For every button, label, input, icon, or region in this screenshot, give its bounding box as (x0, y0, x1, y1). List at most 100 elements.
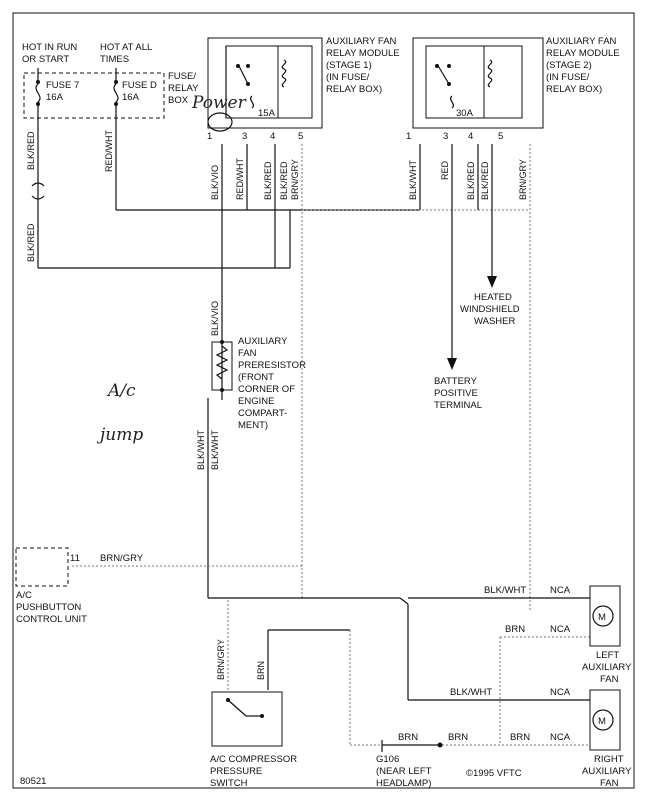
battery-line-1: BATTERY (434, 376, 478, 387)
ground-line-1: G106 (376, 754, 399, 765)
wire-brn-gry-3: BRN/GRY (216, 639, 226, 680)
diagram-frame (12, 12, 635, 789)
left-fan-line-2: AUXILIARY (582, 662, 632, 673)
relay1-pin-5: 5 (298, 131, 303, 142)
wire-blk-red-4: BLK/RED (279, 161, 289, 200)
washer-line-3: WASHER (474, 316, 515, 327)
relay2-pin-4: 4 (468, 131, 473, 142)
fused-label: FUSE D (122, 80, 157, 91)
preresistor-line-4: (FRONT (238, 372, 274, 383)
fused-rating: 16A (122, 92, 140, 103)
compressor-line-2: PRESSURE (210, 766, 262, 777)
wire-blk-wht-2: BLK/WHT (196, 429, 206, 470)
wire-blk-red-6: BLK/RED (480, 161, 490, 200)
wire-brn-h4: BRN (510, 732, 530, 743)
left-fan-motor-symbol: M (598, 612, 606, 623)
relay-module-stage1: 15A AUXILIARY FAN RELAY MODULE (STAGE 1)… (207, 36, 400, 142)
fuse7-label: FUSE 7 (46, 80, 79, 91)
relay1-fuse-rating: 15A (258, 108, 276, 119)
relay1-title-3: (STAGE 1) (326, 60, 372, 71)
relay-module-stage2: 30A AUXILIARY FAN RELAY MODULE (STAGE 2)… (406, 36, 620, 142)
ac-control-line-2: PUSHBUTTON (16, 602, 81, 613)
compressor-line-3: SWITCH (210, 778, 248, 789)
wire-brn-1: BRN (256, 661, 266, 680)
battery-label: BATTERY POSITIVE TERMINAL (434, 376, 482, 411)
relay1-title-4: (IN FUSE/ (326, 72, 370, 83)
fuse-box-label-2: RELAY (168, 83, 199, 94)
hot-run-start-line2: OR START (22, 54, 69, 65)
copyright: ©1995 VFTC (466, 768, 522, 779)
wire-blk-red-5: BLK/RED (466, 161, 476, 200)
preresistor-line-6: ENGINE (238, 396, 274, 407)
handwritten-ac-note: A/c (106, 381, 136, 401)
wire-brn-gry-1: BRN/GRY (290, 159, 300, 200)
washer-line-2: WINDSHIELD (460, 304, 520, 315)
wire-red: RED (440, 160, 450, 180)
right-fan-line-1: RIGHT (594, 754, 624, 765)
fuse7-rating: 16A (46, 92, 64, 103)
wire-blk-vio-1: BLK/VIO (210, 165, 220, 200)
wire-nca-4: NCA (550, 732, 571, 743)
wire-brn-h3: BRN (448, 732, 468, 743)
right-auxiliary-fan: M RIGHT AUXILIARY FAN (582, 689, 632, 789)
preresistor-label: AUXILIARY FAN PRERESISTOR (FRONT CORNER … (238, 336, 306, 431)
wire-blk-red-1: BLK/RED (26, 131, 36, 170)
relay2-title-5: RELAY BOX) (546, 84, 602, 95)
relay1-pin-3: 3 (242, 131, 247, 142)
left-fan-line-3: FAN (600, 674, 619, 685)
ac-control-line-3: CONTROL UNIT (16, 614, 87, 625)
relay1-title-2: RELAY MODULE (326, 48, 400, 59)
wire-labels: BLK/RED BLK/RED RED/WHT BLK/VIO RED/WHT … (26, 130, 528, 680)
fuse-box-label-1: FUSE/ (168, 71, 196, 82)
diagram-id: 80521 (20, 776, 46, 787)
left-auxiliary-fan: M LEFT AUXILIARY FAN (582, 585, 632, 685)
ac-control-line-1: A/C (16, 590, 32, 601)
handwritten-jump-note: jump (96, 425, 143, 445)
ground-line-2: (NEAR LEFT (376, 766, 432, 777)
washer-label: HEATED WINDSHIELD WASHER (460, 292, 520, 327)
wire-blk-vio-2: BLK/VIO (210, 301, 220, 336)
preresistor-line-2: FAN (238, 348, 257, 359)
battery-line-2: POSITIVE (434, 388, 478, 399)
relay2-pin-3: 3 (443, 131, 448, 142)
preresistor-line-5: CORNER OF (238, 384, 295, 395)
ac-pushbutton-control-unit: A/C PUSHBUTTON CONTROL UNIT (15, 547, 87, 625)
relay2-fuse-rating: 30A (456, 108, 474, 119)
wire-nca-1: NCA (550, 585, 571, 596)
hot-run-start-line1: HOT IN RUN (22, 42, 77, 53)
hot-all-times-line2: TIMES (100, 54, 129, 65)
preresistor-line-7: COMPART- (238, 408, 287, 419)
relay2-title-4: (IN FUSE/ (546, 72, 590, 83)
preresistor-line-1: AUXILIARY (238, 336, 288, 347)
relay2-pin-1: 1 (406, 131, 411, 142)
wire-nca-3: NCA (550, 687, 571, 698)
wires (31, 128, 590, 748)
preresistor-line-3: PRERESISTOR (238, 360, 306, 371)
handwritten-power-note: Power (191, 93, 247, 113)
relay2-title-1: AUXILIARY FAN (546, 36, 617, 47)
left-fan-line-1: LEFT (596, 650, 619, 661)
wire-blk-wht-1: BLK/WHT (408, 159, 418, 200)
fuse-box-label-3: BOX (168, 95, 189, 106)
relay2-pin-5: 5 (498, 131, 503, 142)
wire-blk-red-2: BLK/RED (26, 223, 36, 262)
ac-compressor-pressure-switch: A/C COMPRESSOR PRESSURE SWITCH (210, 691, 297, 789)
compressor-line-1: A/C COMPRESSOR (210, 754, 297, 765)
relay1-title-1: AUXILIARY FAN (326, 36, 397, 47)
relay1-title-5: RELAY BOX) (326, 84, 382, 95)
hot-all-times-line1: HOT AT ALL (100, 42, 152, 53)
wire-red-wht-2: RED/WHT (235, 158, 245, 200)
wire-blk-wht-h2: BLK/WHT (450, 687, 492, 698)
wire-blk-wht-3: BLK/WHT (210, 429, 220, 470)
battery-line-3: TERMINAL (434, 400, 482, 411)
wire-brn-h2: BRN (398, 732, 418, 743)
relay2-title-2: RELAY MODULE (546, 48, 620, 59)
right-fan-motor-symbol: M (598, 716, 606, 727)
relay2-title-3: (STAGE 2) (546, 60, 592, 71)
washer-line-1: HEATED (474, 292, 512, 303)
right-fan-line-3: FAN (600, 778, 619, 789)
handwritten-circle (207, 112, 233, 132)
relay1-pin-4: 4 (270, 131, 275, 142)
wire-brn-gry-h: BRN/GRY (100, 553, 144, 564)
